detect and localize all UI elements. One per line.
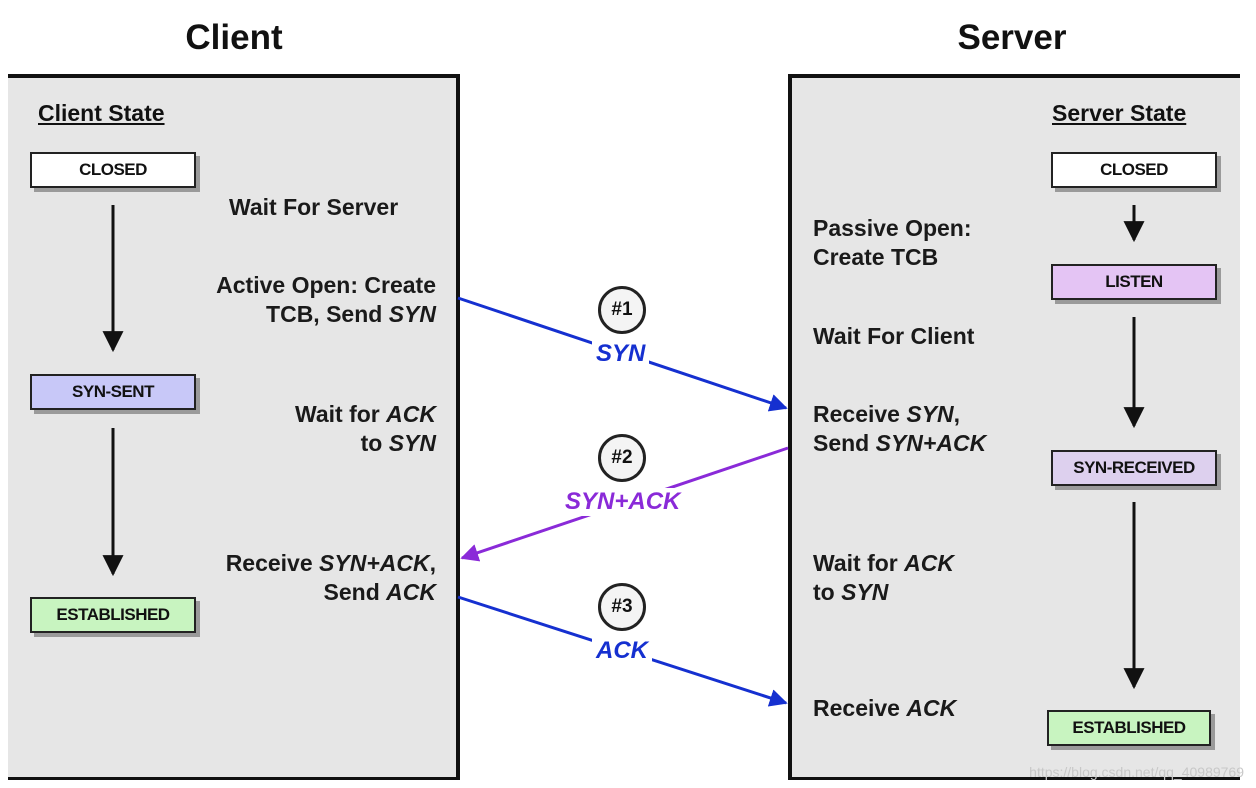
client-step-receive-line2: Send ACK [226,578,436,607]
server-step-receive-ack-text: Receive [813,695,907,721]
server-step-receive-syn-line1: Receive SYN, [813,400,986,429]
client-state-syn-sent: SYN-SENT [30,374,196,410]
server-step-wait-ack: Wait for ACK to SYN [813,549,954,607]
server-title: Server [957,18,1067,57]
watermark-text: https://blog.csdn.net/qq_40989769 [1029,764,1244,780]
client-state-heading: Client State [38,100,165,126]
server-step-passive-open-line2: Create TCB [813,244,939,270]
server-step-receive-ack: Receive ACK [813,694,956,723]
message-2-badge: #2 [598,434,646,482]
client-step-wait-ack-line2-text: to [360,430,389,456]
client-step-active-open-line1: Active Open: Create [216,272,436,298]
message-2-label: SYN+ACK [561,488,685,516]
server-step-wait-ack-line1-ack: ACK [904,550,954,576]
client-title: Client [185,18,283,57]
client-step-receive-line2-ack: ACK [386,579,436,605]
client-step-receive-line1: Receive SYN+ACK, [226,549,436,578]
server-step-receive-syn-line1-text: Receive [813,401,907,427]
client-step-receive-line1-synack: SYN+ACK [319,550,430,576]
server-step-receive-syn-line2-text: Send [813,430,876,456]
message-1-badge: #1 [598,286,646,334]
client-step-active-open: Active Open: Create TCB, Send SYN [216,271,436,329]
client-state-established: ESTABLISHED [30,597,196,633]
client-step-wait-server-text: Wait For Server [229,194,399,220]
client-step-wait-ack: Wait for ACK to SYN [295,400,436,458]
message-3-badge: #3 [598,583,646,631]
message-3-label: ACK [592,637,652,665]
server-step-wait-client-text: Wait For Client [813,323,975,349]
server-step-wait-ack-line1: Wait for ACK [813,549,954,578]
server-step-receive-ack-ack: ACK [906,695,957,721]
client-step-receive-line2-text: Send [323,579,387,605]
server-step-receive-syn: Receive SYN, Send SYN+ACK [813,400,986,458]
client-step-active-open-line2-text: TCB, Send [266,301,389,327]
server-state-closed: CLOSED [1051,152,1217,188]
client-step-wait-ack-line2: to SYN [295,429,436,458]
server-step-wait-ack-line2: to SYN [813,578,954,607]
client-step-wait-ack-line1: Wait for ACK [295,400,436,429]
message-1-label: SYN [592,340,650,368]
server-panel [788,74,1240,780]
client-state-closed: CLOSED [30,152,196,188]
client-step-receive-line1-comma: , [429,550,436,576]
server-step-wait-ack-line1-text: Wait for [813,550,905,576]
server-state-syn-received: SYN-RECEIVED [1051,450,1217,486]
client-panel [8,74,460,780]
client-step-active-open-line2-syn: SYN [388,301,436,327]
server-state-established: ESTABLISHED [1047,710,1211,746]
client-step-wait-ack-line1-text: Wait for [295,401,387,427]
server-step-passive-open: Passive Open: Create TCB [813,214,972,272]
client-step-wait-server: Wait For Server [229,193,398,222]
server-step-receive-syn-line1-comma: , [953,401,961,427]
server-step-receive-syn-line2: Send SYN+ACK [813,429,986,458]
server-step-receive-syn-line1-syn: SYN [906,401,954,427]
client-step-receive-line1-text: Receive [225,550,320,576]
server-step-wait-ack-line2-text: to [813,579,842,605]
server-step-wait-ack-line2-syn: SYN [841,579,889,605]
server-step-receive-syn-line2-synack: SYN+ACK [875,430,987,456]
client-step-wait-ack-line2-syn: SYN [388,430,436,456]
client-step-active-open-line2: TCB, Send SYN [216,300,436,329]
client-step-receive: Receive SYN+ACK, Send ACK [226,549,436,607]
server-step-wait-client: Wait For Client [813,322,974,351]
server-state-listen: LISTEN [1051,264,1217,300]
client-step-wait-ack-line1-ack: ACK [386,401,436,427]
server-state-heading: Server State [1052,100,1187,126]
server-step-passive-open-line1: Passive Open: [813,215,972,241]
